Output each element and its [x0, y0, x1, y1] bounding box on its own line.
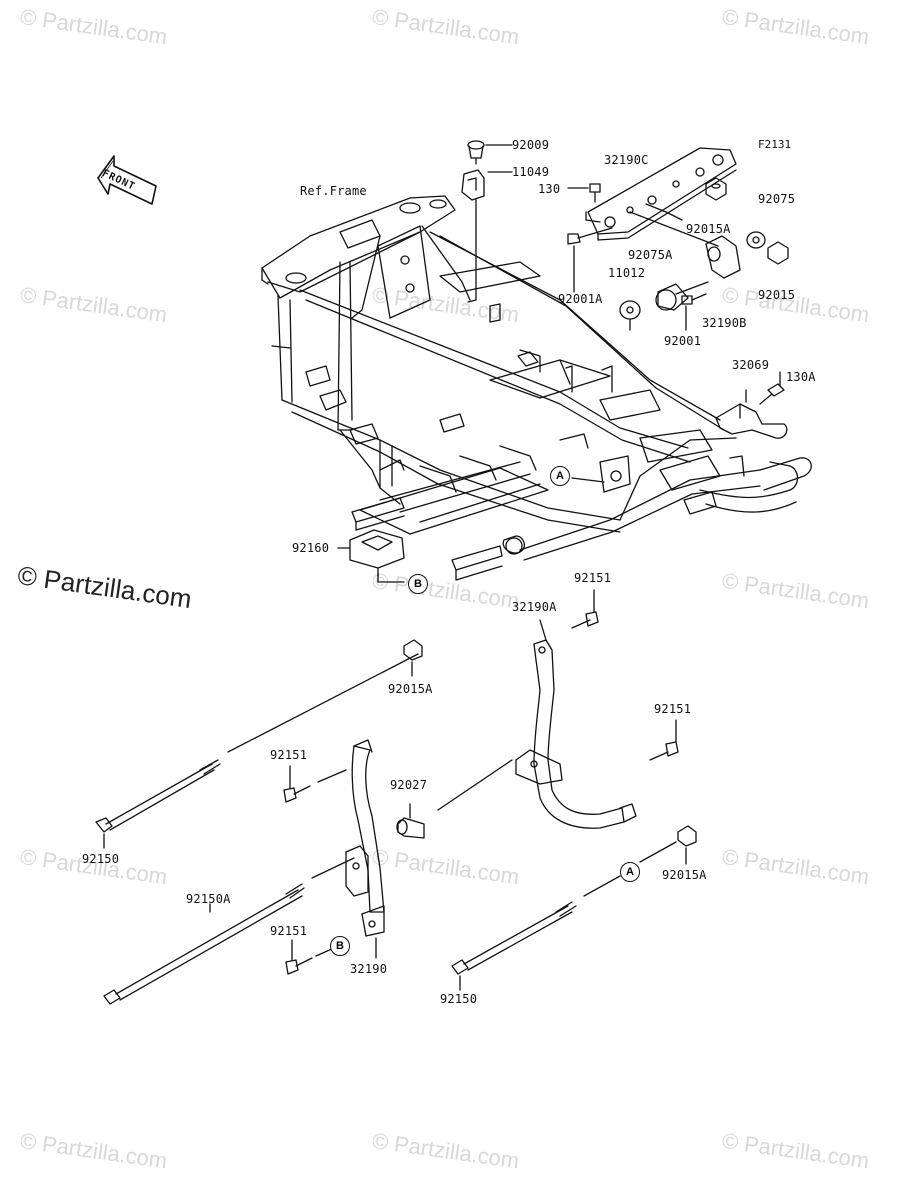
bolt-92150A [103, 883, 305, 1005]
part-label[interactable]: 32190A [512, 600, 557, 614]
part-label[interactable]: 92151 [654, 702, 692, 716]
bolt-130 [589, 183, 601, 203]
damper-11012 [655, 281, 709, 311]
part-label[interactable]: 32190 [350, 962, 388, 976]
part-label[interactable]: 92160 [292, 541, 330, 555]
bolt-92151-d [285, 957, 313, 975]
bolt-92001A [567, 227, 613, 245]
bolt-92151-b [649, 741, 679, 761]
leader [645, 203, 683, 221]
leader [311, 857, 355, 879]
part-label[interactable]: 92075A [628, 248, 673, 262]
ref-marker-b: B [330, 936, 350, 956]
leader [317, 769, 347, 783]
washer-11012 [619, 300, 641, 320]
part-label[interactable]: 92001A [558, 292, 603, 306]
part-label[interactable]: 11049 [512, 165, 550, 179]
part-label[interactable]: 92015 [758, 288, 796, 302]
ref-marker-b: B [408, 574, 428, 594]
front-arrow-icon [97, 155, 157, 205]
part-label[interactable]: 92027 [390, 778, 428, 792]
part-label[interactable]: 32190B [702, 316, 747, 330]
leader [377, 573, 405, 583]
leader [467, 199, 477, 303]
bolt-92151-a [571, 611, 599, 629]
ref-marker-a: A [620, 862, 640, 882]
frame-assembly [261, 195, 812, 581]
part-label[interactable]: 92150 [440, 992, 478, 1006]
nut-92015A-bottom [677, 825, 697, 847]
part-label[interactable]: 92151 [270, 748, 308, 762]
mount-92075A [705, 235, 741, 279]
nut-92015-top [767, 241, 789, 265]
part-label[interactable]: 92075 [758, 192, 796, 206]
figure-id: F2131 [758, 138, 792, 151]
leader [437, 759, 513, 811]
part-label[interactable]: 130 [538, 182, 561, 196]
leader [227, 653, 419, 753]
part-label[interactable]: 32069 [732, 358, 770, 372]
part-label[interactable]: 92150 [82, 852, 120, 866]
nut-92015A-mid [403, 639, 423, 661]
washer-92075 [746, 231, 766, 249]
nut-92015A-top [705, 177, 727, 201]
part-label[interactable]: 130A [786, 370, 816, 384]
part-label[interactable]: 92001 [664, 334, 702, 348]
part-label[interactable]: 92015A [686, 222, 731, 236]
leader [629, 211, 719, 247]
bolt-92001 [681, 293, 707, 305]
part-label[interactable]: 32190C [604, 153, 649, 167]
bolt-92151-c [283, 785, 311, 803]
bracket-32069 [715, 403, 788, 439]
part-label[interactable]: 92150A [186, 892, 231, 906]
part-label[interactable]: 92015A [662, 868, 707, 882]
part-label[interactable]: 92151 [574, 571, 612, 585]
part-label[interactable]: 92151 [270, 924, 308, 938]
leader [539, 619, 547, 641]
bolt-130A [759, 383, 785, 405]
bracket-32190A [515, 639, 637, 829]
leader [571, 477, 605, 483]
part-label[interactable]: 11012 [608, 266, 646, 280]
leader [639, 841, 677, 863]
bolt-92009 [467, 140, 485, 165]
leader [583, 875, 621, 897]
bracket-11049 [461, 169, 485, 201]
plate-32190C [585, 147, 737, 241]
ref-marker-a: A [550, 466, 570, 486]
block-92160 [349, 529, 405, 577]
bolt-92150-bottom [451, 901, 577, 975]
part-label[interactable]: 92009 [512, 138, 550, 152]
bracket-32190 [345, 739, 385, 937]
spacer-92027 [396, 817, 425, 839]
part-label[interactable]: 92015A [388, 682, 433, 696]
bolt-92150-left [95, 759, 221, 833]
ref-frame-label: Ref.Frame [300, 184, 367, 198]
